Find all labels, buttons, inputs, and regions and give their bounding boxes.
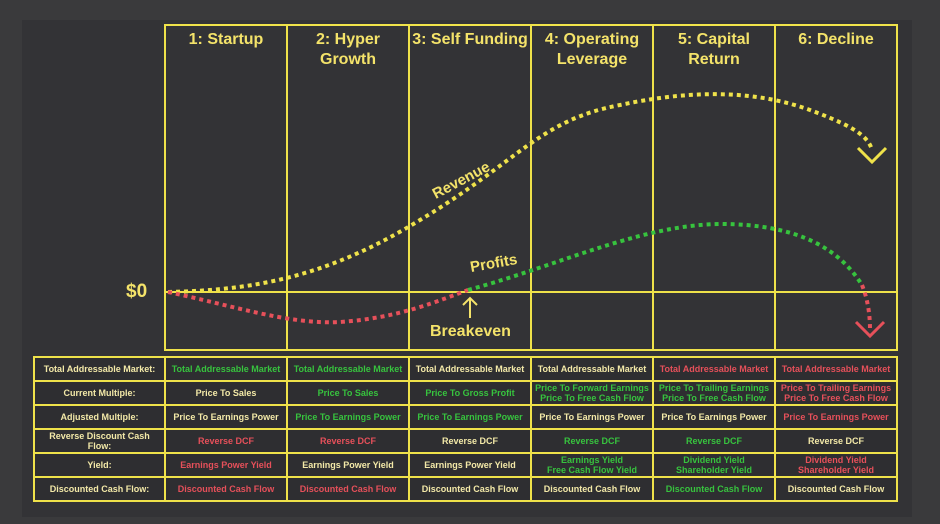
row-label: Discounted Cash Flow: bbox=[35, 478, 164, 500]
stage-header-startup: 1: Startup bbox=[188, 31, 264, 48]
table-cell: Earnings Power Yield bbox=[166, 454, 286, 476]
table-cell: Price To Earnings Power bbox=[288, 406, 408, 428]
row-label: Reverse Discount Cash Flow: bbox=[35, 430, 164, 452]
revenue-curve bbox=[167, 92, 874, 294]
revenue-arrow-icon bbox=[856, 146, 888, 165]
row-label: Yield: bbox=[35, 454, 164, 476]
table-cell: Price To Earnings Power bbox=[776, 406, 896, 428]
table-cell: Price To Earnings Power bbox=[410, 406, 530, 428]
table-cell: Price To Earnings Power bbox=[532, 406, 652, 428]
table-cell: Earnings Power Yield bbox=[410, 454, 530, 476]
row-label: Total Addressable Market: bbox=[35, 358, 164, 380]
row-label: Adjusted Multiple: bbox=[35, 406, 164, 428]
table-cell: Total Addressable Market bbox=[532, 358, 652, 380]
table-cell: Price To Earnings Power bbox=[166, 406, 286, 428]
table-cell: Price To Gross Profit bbox=[410, 382, 530, 404]
table-cell: Total Addressable Market bbox=[654, 358, 774, 380]
table-cell: Price To Trailing Earnings Price To Free… bbox=[776, 382, 896, 404]
table-cell: Reverse DCF bbox=[288, 430, 408, 452]
table-cell: Discounted Cash Flow bbox=[776, 478, 896, 500]
stage-header-hyper-growth: 2: Hyper Growth bbox=[315, 31, 381, 68]
table-cell: Earnings Yield Free Cash Flow Yield bbox=[532, 454, 652, 476]
stage-header-capital-return: 5: Capital Return bbox=[677, 31, 750, 68]
table-cell: Reverse DCF bbox=[776, 430, 896, 452]
table-cell: Reverse DCF bbox=[166, 430, 286, 452]
table-cell: Earnings Power Yield bbox=[288, 454, 408, 476]
profit-gain-curve bbox=[467, 221, 864, 292]
table-cell: Total Addressable Market bbox=[410, 358, 530, 380]
table-cell: Total Addressable Market bbox=[776, 358, 896, 380]
valuation-table: Total Addressable Market:Total Addressab… bbox=[33, 356, 898, 502]
table-cell: Price To Sales bbox=[288, 382, 408, 404]
row-label: Current Multiple: bbox=[35, 382, 164, 404]
table-cell: Price To Forward Earnings Price To Free … bbox=[532, 382, 652, 404]
table-cell: Dividend Yield Shareholder Yield bbox=[776, 454, 896, 476]
table-cell: Reverse DCF bbox=[532, 430, 652, 452]
stage-header-decline: 6: Decline bbox=[798, 31, 874, 48]
table-cell: Price To Sales bbox=[166, 382, 286, 404]
zero-label: $0 bbox=[126, 281, 148, 302]
table-cell: Price To Earnings Power bbox=[654, 406, 774, 428]
table-row: Adjusted Multiple:Price To Earnings Powe… bbox=[35, 406, 896, 428]
stage-header-self-funding: 3: Self Funding bbox=[412, 31, 528, 48]
table-cell: Reverse DCF bbox=[654, 430, 774, 452]
table-row: Total Addressable Market:Total Addressab… bbox=[35, 358, 896, 380]
table-cell: Discounted Cash Flow bbox=[166, 478, 286, 500]
profit-decline-curve bbox=[860, 284, 872, 331]
breakeven-label: Breakeven bbox=[430, 323, 511, 340]
table-cell: Reverse DCF bbox=[410, 430, 530, 452]
profit-loss-curve bbox=[167, 288, 469, 325]
table-cell: Discounted Cash Flow bbox=[410, 478, 530, 500]
table-cell: Price To Trailing Earnings Price To Free… bbox=[654, 382, 774, 404]
stage-grid bbox=[164, 24, 898, 351]
breakeven-arrow-icon bbox=[462, 296, 478, 318]
table-row: Discounted Cash Flow:Discounted Cash Flo… bbox=[35, 478, 896, 500]
profit-arrow-icon bbox=[854, 320, 886, 339]
table-cell: Discounted Cash Flow bbox=[532, 478, 652, 500]
table-cell: Discounted Cash Flow bbox=[654, 478, 774, 500]
table-cell: Dividend Yield Shareholder Yield bbox=[654, 454, 774, 476]
table-cell: Total Addressable Market bbox=[166, 358, 286, 380]
table-cell: Discounted Cash Flow bbox=[288, 478, 408, 500]
stage-header-operating-leverage: 4: Operating Leverage bbox=[544, 31, 640, 68]
table-cell: Total Addressable Market bbox=[288, 358, 408, 380]
